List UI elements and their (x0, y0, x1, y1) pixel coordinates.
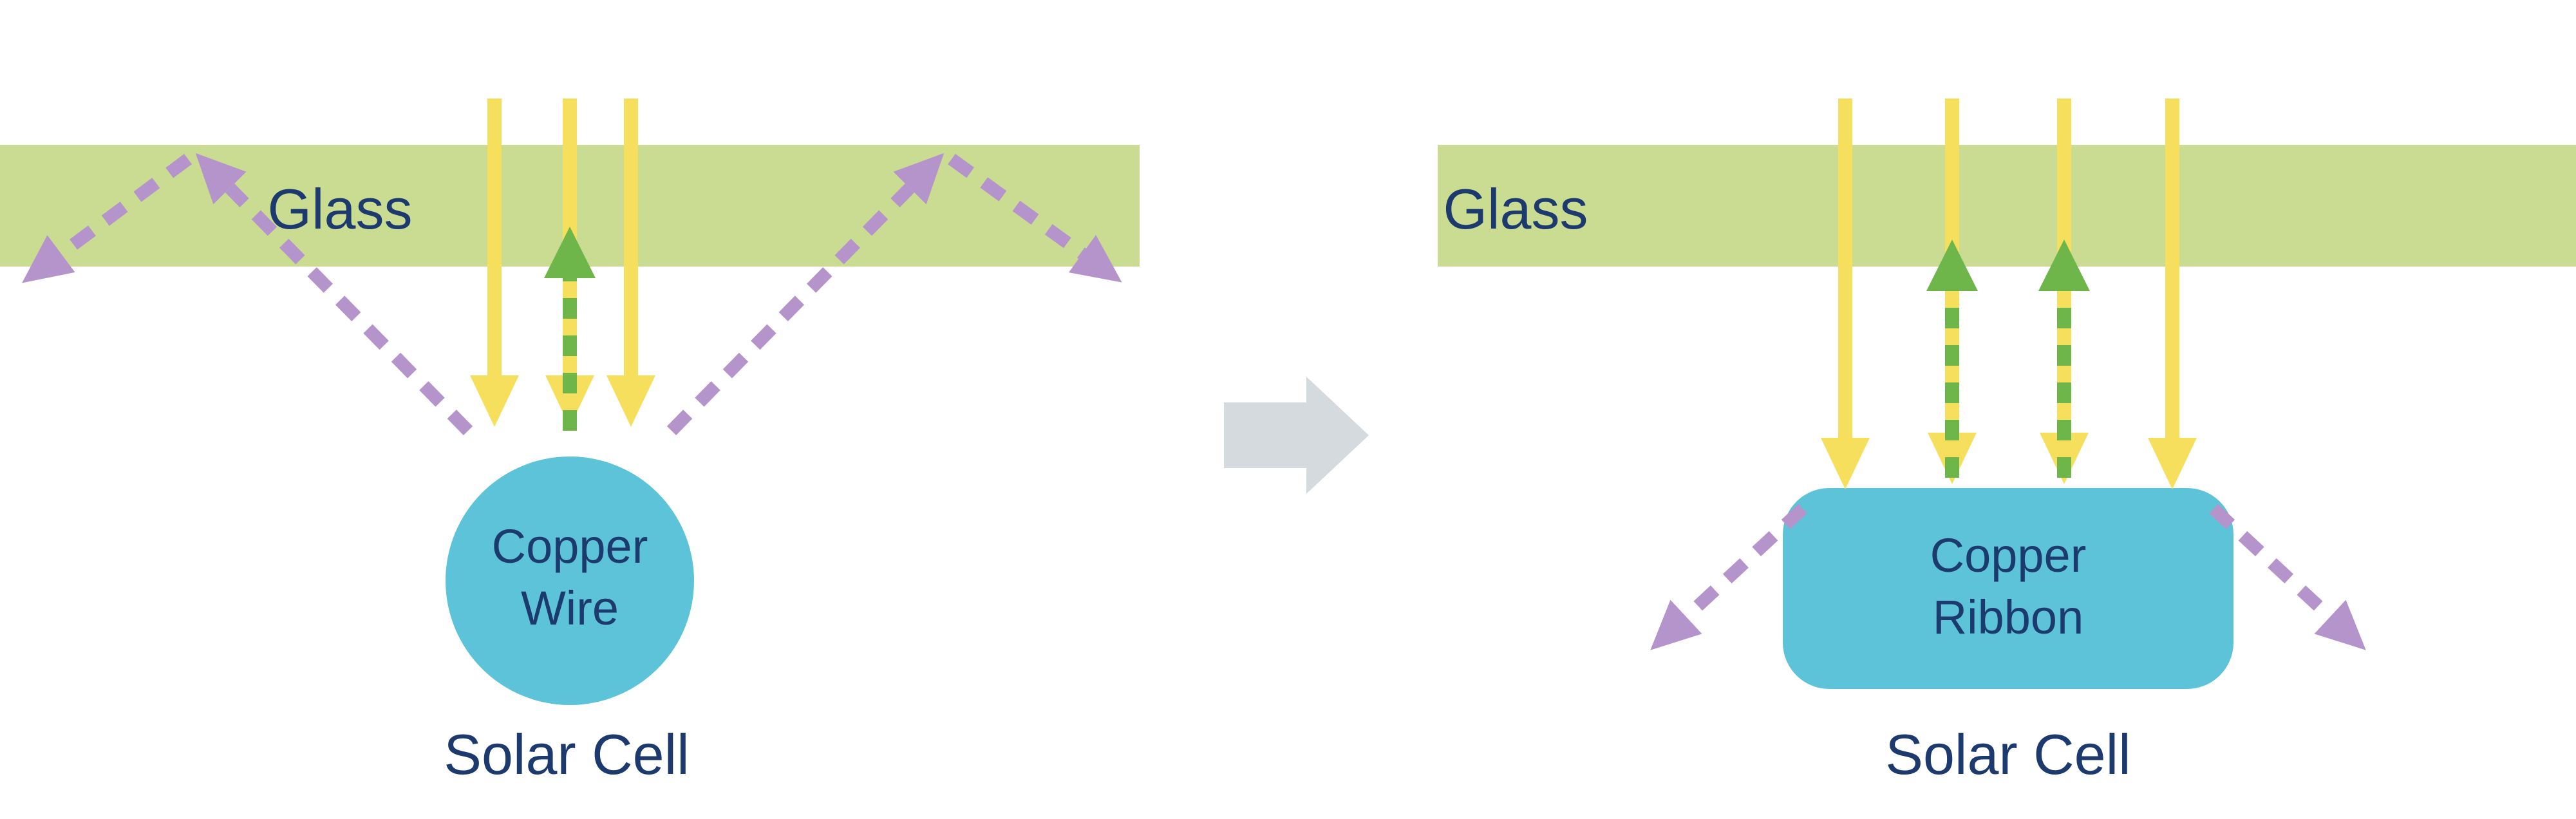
right-panel: Glass Copper Ribbon Solar Cell (1438, 99, 2576, 786)
scattered-light-arrow (1650, 504, 1807, 650)
copper-wire-label-line2: Wire (521, 581, 619, 635)
scattered-light-arrow (948, 153, 1122, 283)
glass-layer (1438, 145, 2576, 267)
escaped-light-arrows (1650, 504, 2366, 650)
reflected-light-arrows (1926, 240, 2090, 478)
scattered-light-arrow (195, 153, 473, 436)
copper-wire-shape (446, 457, 694, 705)
glass-label: Glass (268, 177, 413, 241)
scattered-light-arrow (2209, 504, 2366, 650)
copper-ribbon-label-line2: Ribbon (1933, 590, 2084, 644)
copper-wire-label-line1: Copper (492, 520, 648, 573)
copper-ribbon-label-line1: Copper (1930, 529, 2087, 582)
left-panel: Glass Copper Wire Solar Cell (0, 99, 1140, 786)
escaped-light-arrows (22, 153, 1122, 436)
solar-cell-caption: Solar Cell (444, 722, 689, 786)
scattered-light-arrow (666, 153, 945, 436)
solar-cell-caption: Solar Cell (1885, 722, 2130, 786)
copper-ribbon-shape (1783, 488, 2233, 689)
glass-label: Glass (1443, 177, 1588, 241)
transform-arrow-icon (1224, 377, 1369, 494)
scattered-light-arrow (22, 153, 192, 283)
